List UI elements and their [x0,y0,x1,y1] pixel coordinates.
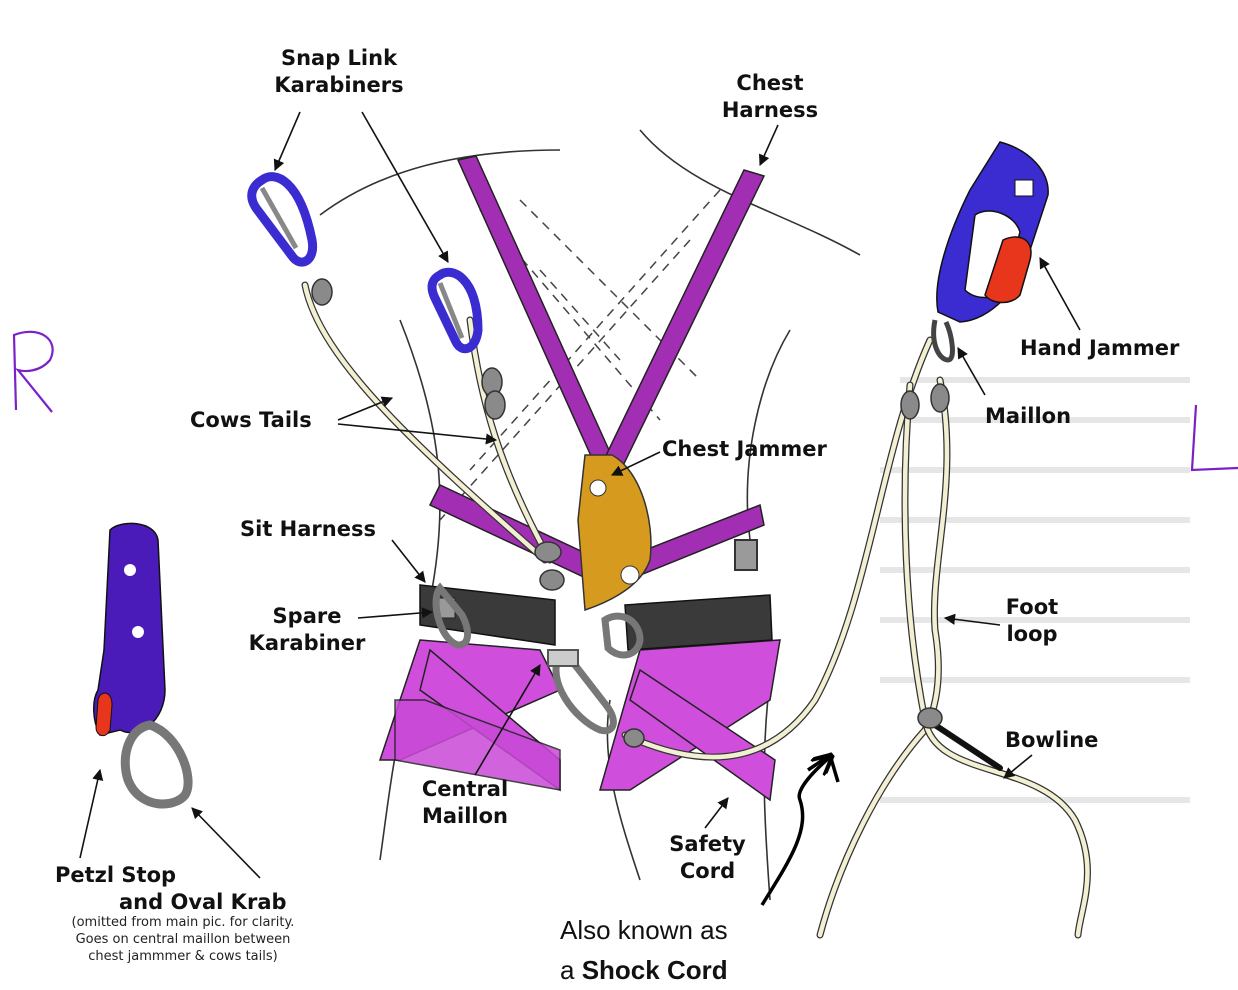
handwritten-r-mark [14,332,53,412]
handwritten-l-mark [1192,405,1238,470]
petzl-stop-note: (omitted from main pic. for clarity.Goes… [38,914,328,965]
back-straps-dashed [440,190,720,520]
label-bowline: Bowline [1005,727,1098,754]
label-maillon: Maillon [985,403,1071,430]
karabiner-icon [252,177,313,262]
maillon-icon [934,320,953,360]
label-chest-jammer: Chest Jammer [662,436,827,463]
hand-jammer-icon [937,142,1048,322]
chest-jammer-icon [578,455,651,610]
shock-cord-arrowhead [808,755,838,782]
label-hand-jammer: Hand Jammer [1020,335,1179,362]
petzl-stop-icon [94,523,188,804]
label-sit-harness: Sit Harness [240,516,376,543]
label-cows-tails: Cows Tails [190,407,312,434]
shock-cord-annotation: Also known as a Shock Cord [560,910,728,990]
